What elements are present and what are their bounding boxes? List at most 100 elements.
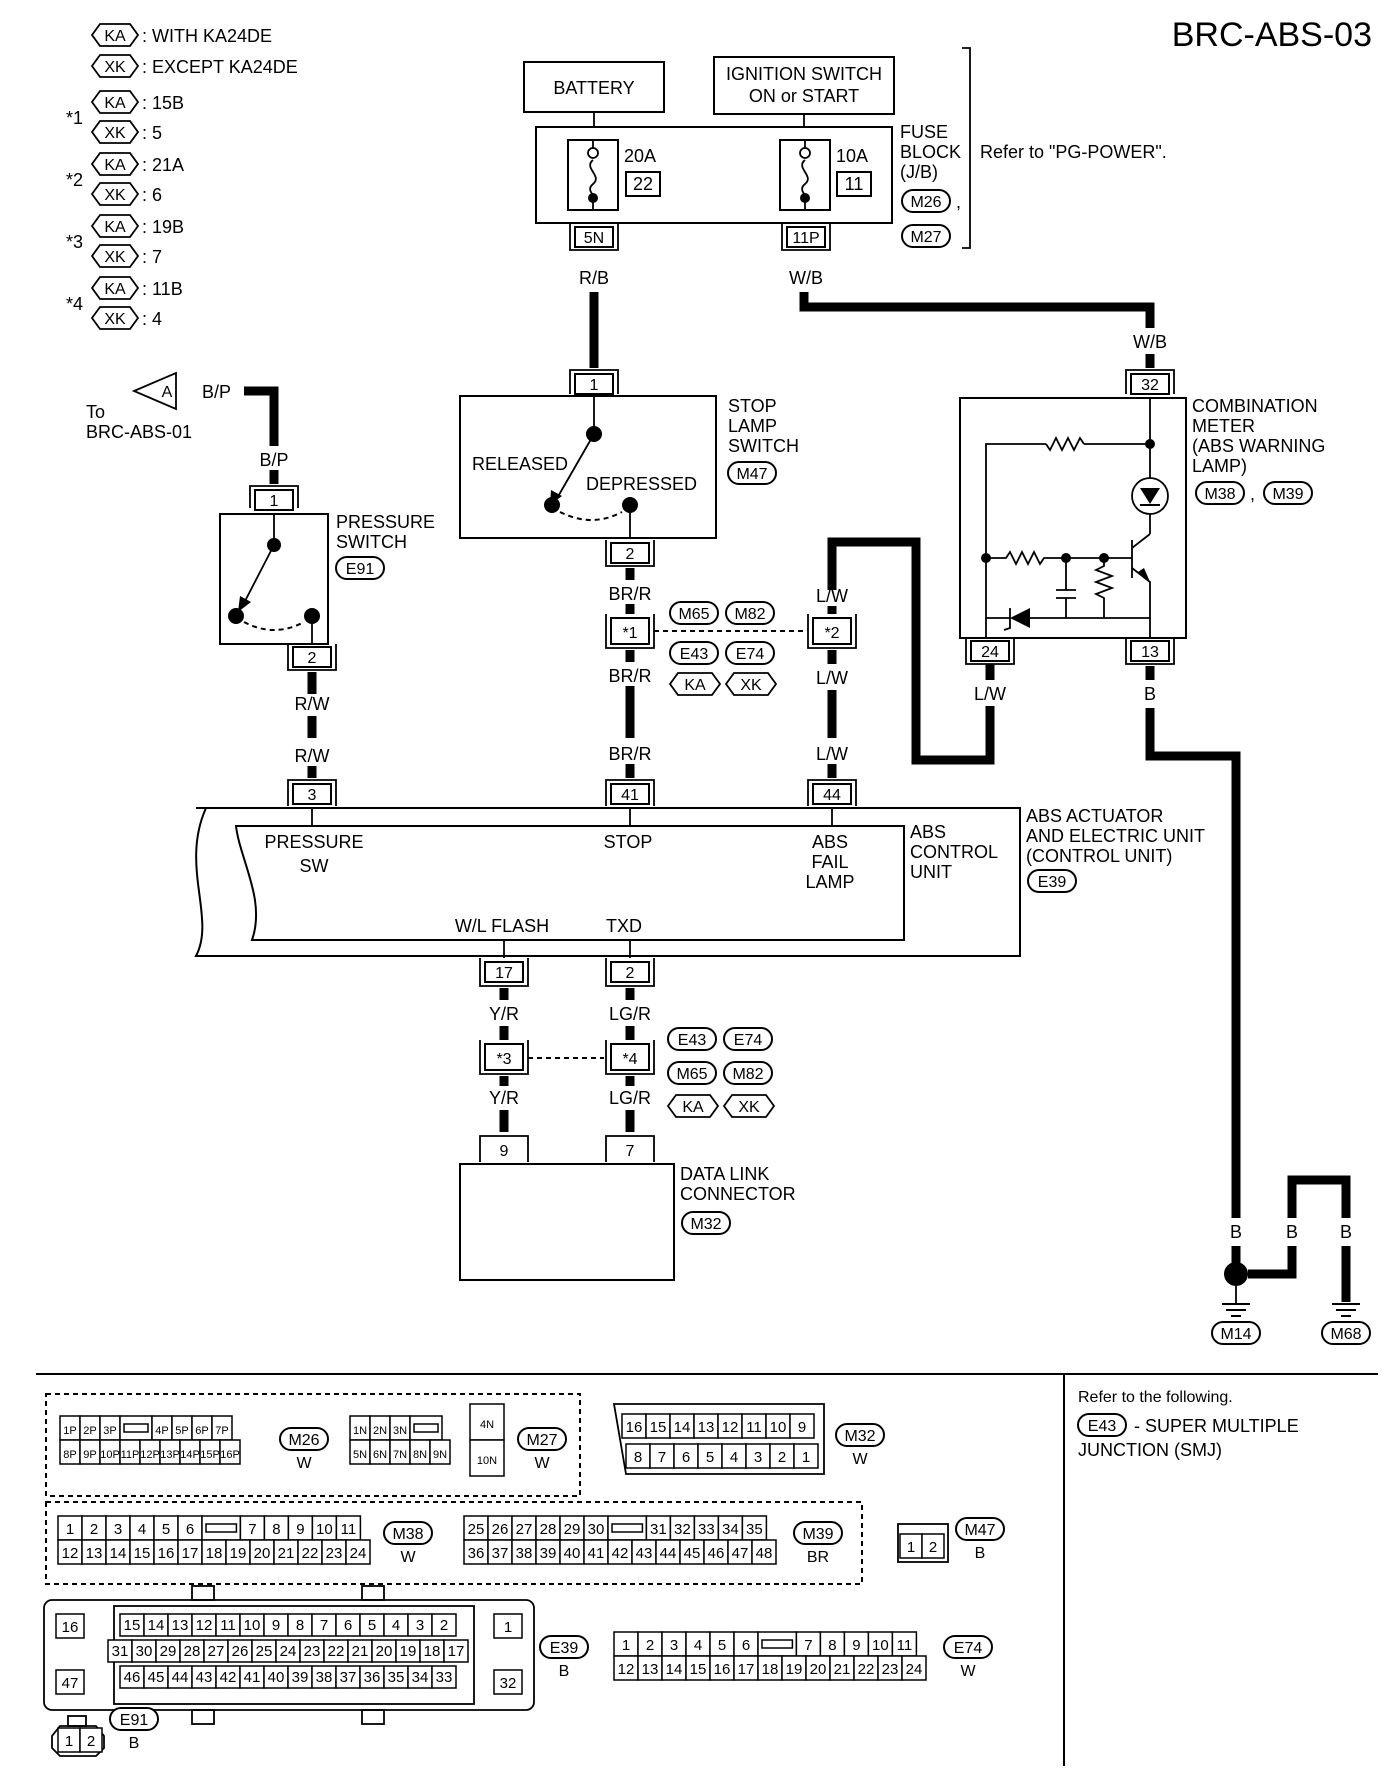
connector-color: B <box>129 1735 140 1752</box>
pin-number: 29 <box>564 1521 581 1538</box>
pin-number: 10 <box>872 1637 889 1654</box>
pin-number: 8 <box>828 1637 836 1654</box>
pin-number: 5P <box>175 1425 188 1437</box>
pin-number: 47 <box>732 1545 749 1562</box>
svg-text:TXD: TXD <box>606 916 642 936</box>
connector-label: M32 <box>844 1428 875 1445</box>
pin-number: 24 <box>280 1643 297 1660</box>
pin-number: 24 <box>350 1545 367 1562</box>
svg-text:METER: METER <box>1192 416 1255 436</box>
pin-number: 4 <box>730 1449 738 1466</box>
pin-number: 12P <box>140 1449 160 1461</box>
svg-text:STOP: STOP <box>728 396 777 416</box>
pin-number: 15 <box>690 1661 707 1678</box>
pin-number: 18 <box>206 1545 223 1562</box>
pin-number: 3P <box>103 1425 116 1437</box>
svg-text:ABS ACTUATOR: ABS ACTUATOR <box>1026 806 1163 826</box>
pin-number: 21 <box>834 1661 851 1678</box>
legend-tag: KA <box>104 219 126 236</box>
wire-label-yr-1: Y/R <box>489 1004 519 1024</box>
pin-number: 17 <box>448 1643 465 1660</box>
svg-text:- SUPER MULTIPLE: - SUPER MULTIPLE <box>1134 1416 1299 1436</box>
pin-number: 16 <box>62 1619 79 1636</box>
abs-control-unit: 3 41 44 PRESSURE SW STOP ABS FAIL LAMP W… <box>194 779 1205 987</box>
pin-number: 9 <box>272 1617 280 1634</box>
svg-text:M82: M82 <box>732 1066 763 1083</box>
svg-text:,: , <box>1250 484 1255 504</box>
wire-label-lgr-1: LG/R <box>609 1004 651 1024</box>
legend-tag: KA <box>104 95 126 112</box>
wire-label-lw-2: L/W <box>816 668 848 688</box>
svg-text:SWITCH: SWITCH <box>728 436 799 456</box>
pin-number: 19 <box>786 1661 803 1678</box>
battery-label: BATTERY <box>553 78 634 98</box>
pin-number: 7N <box>393 1449 407 1461</box>
terminal-5n: 5N <box>569 223 619 251</box>
svg-text:DATA LINK: DATA LINK <box>680 1164 769 1184</box>
svg-text:E43: E43 <box>1088 1418 1117 1435</box>
pin-number: 9 <box>798 1419 806 1436</box>
fuse-block-label-2: BLOCK <box>900 142 961 162</box>
legend: KA : WITH KA24DE XK : EXCEPT KA24DE *1KA… <box>66 23 298 330</box>
svg-text:13: 13 <box>1141 644 1159 661</box>
wire-label-b-2: B <box>1230 1222 1242 1242</box>
ground-m68: M68 <box>1321 1303 1371 1345</box>
svg-text:E74: E74 <box>734 1032 763 1049</box>
pin-number: 5 <box>368 1617 376 1634</box>
pin-number: 22 <box>302 1545 319 1562</box>
pin-number: 10P <box>100 1449 120 1461</box>
legend-value: : 21A <box>142 155 184 175</box>
pin-number: 39 <box>540 1545 557 1562</box>
pin-number: 45 <box>148 1669 165 1686</box>
pin-number: 16 <box>626 1419 643 1436</box>
wire-label-brr-1: BR/R <box>608 584 651 604</box>
svg-text:9: 9 <box>500 1143 509 1160</box>
svg-text:M65: M65 <box>678 606 709 623</box>
pin-number: 8 <box>634 1449 642 1466</box>
pin-number: 2 <box>929 1539 937 1556</box>
pin-number: 47 <box>62 1675 79 1692</box>
fuse-block-refer: Refer to "PG-POWER". <box>980 142 1167 162</box>
pin-number: 33 <box>698 1521 715 1538</box>
pin-number: 30 <box>588 1521 605 1538</box>
pin-number: 42 <box>220 1669 237 1686</box>
pin-number: 10 <box>244 1617 261 1634</box>
pin-number: 4 <box>694 1637 702 1654</box>
wire-label-rw-1: R/W <box>295 694 330 714</box>
pin-number: 5 <box>162 1521 170 1538</box>
svg-text:M39: M39 <box>1272 486 1303 503</box>
svg-text:UNIT: UNIT <box>910 862 952 882</box>
svg-text:XK: XK <box>104 59 126 76</box>
wire-label-lgr-2: LG/R <box>609 1088 651 1108</box>
connector-color: B <box>975 1545 986 1562</box>
pin-number: 15 <box>134 1545 151 1562</box>
pin-number: 10 <box>770 1419 787 1436</box>
legend-tag: XK <box>104 125 126 142</box>
joint-3-4-refs: E43 E74 M65 M82 KA XK <box>666 1027 776 1118</box>
svg-text:20A: 20A <box>624 146 656 166</box>
svg-text:M38: M38 <box>1204 486 1235 503</box>
svg-text:17: 17 <box>495 965 513 982</box>
wire-label-b-4: B <box>1340 1222 1352 1242</box>
pin-number: 9N <box>433 1449 447 1461</box>
pin-number: 15 <box>650 1419 667 1436</box>
stop-lamp-switch: 1 RELEASED DEPRESSED 2 STOP LAMP SWITCH … <box>459 369 799 567</box>
svg-text:E74: E74 <box>736 646 765 663</box>
svg-text:STOP: STOP <box>604 832 653 852</box>
pin-number: 37 <box>340 1669 357 1686</box>
pin-number: 43 <box>196 1669 213 1686</box>
connector-label: M38 <box>392 1526 423 1543</box>
pin-number: 20 <box>254 1545 271 1562</box>
connector-label: M26 <box>288 1432 319 1449</box>
pin-number: 25 <box>256 1643 273 1660</box>
pin-number: 23 <box>326 1545 343 1562</box>
pin-number: 13 <box>172 1617 189 1634</box>
pin-number: 20 <box>376 1643 393 1660</box>
svg-text:FAIL: FAIL <box>811 852 848 872</box>
